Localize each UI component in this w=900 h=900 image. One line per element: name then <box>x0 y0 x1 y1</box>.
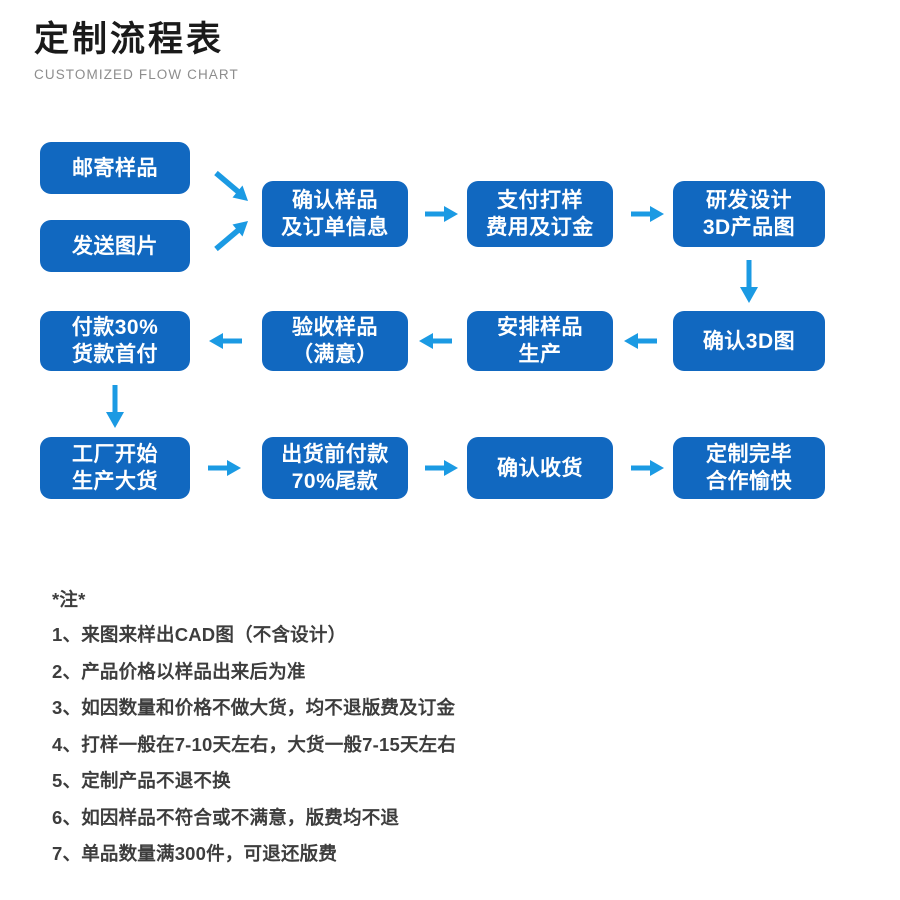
flow-node-accept-sample[interactable]: 验收样品 （满意） <box>262 311 408 371</box>
arrow-right-icon <box>630 200 666 228</box>
flow-node-rnd-3d-design[interactable]: 研发设计 3D产品图 <box>673 181 825 247</box>
note-item: 5、定制产品不退不换 <box>52 770 231 791</box>
arrow-right-icon <box>424 200 460 228</box>
page-header: 定制流程表 CUSTOMIZED FLOW CHART <box>34 18 434 82</box>
flow-node-customization-complete[interactable]: 定制完毕 合作愉快 <box>673 437 825 499</box>
note-item: 3、如因数量和价格不做大货，均不退版费及订金 <box>52 697 456 718</box>
flow-node-line: 确认样品 <box>292 189 378 212</box>
flow-node-line: 发送图片 <box>72 234 158 258</box>
page-title: 定制流程表 <box>34 20 225 59</box>
flow-node-line: 工厂开始 <box>72 443 158 466</box>
arrow-down-right-icon <box>212 168 254 204</box>
flow-node-line: 货款首付 <box>72 343 158 366</box>
arrow-down-icon <box>101 384 129 430</box>
flow-node-line: 3D产品图 <box>702 216 796 239</box>
flow-node-confirm-receipt[interactable]: 确认收货 <box>467 437 613 499</box>
note-item: 4、打样一般在7-10天左右，大货一般7-15天左右 <box>52 733 457 755</box>
flow-node-line: 确认3D图 <box>702 329 796 353</box>
flow-node-line: 验收样品 <box>292 316 378 339</box>
flow-node-line: 合作愉快 <box>706 470 792 493</box>
flow-node-mail-sample[interactable]: 邮寄样品 <box>40 142 190 194</box>
arrow-left-icon <box>417 327 453 355</box>
flow-node-line: 70%尾款 <box>291 470 379 493</box>
note-item: 6、如因样品不符合或不满意，版费均不退 <box>52 806 400 828</box>
arrow-up-right-icon <box>212 218 254 254</box>
flow-node-line: 付款30% <box>71 316 159 339</box>
note-item: 2、产品价格以样品出来后为准 <box>52 660 306 682</box>
flow-node-line: 生产 <box>518 343 562 366</box>
flow-node-line: （满意） <box>292 343 378 366</box>
flow-node-pay-sampling-fee[interactable]: 支付打样 费用及订金 <box>467 181 613 247</box>
arrow-left-icon <box>622 327 658 355</box>
flow-node-factory-bulk-production[interactable]: 工厂开始 生产大货 <box>40 437 190 499</box>
flow-node-line: 定制完毕 <box>706 443 792 466</box>
arrow-left-icon <box>207 327 243 355</box>
flow-node-line: 确认收货 <box>497 456 583 480</box>
flow-node-line: 出货前付款 <box>281 443 389 466</box>
flow-node-line: 邮寄样品 <box>72 156 158 180</box>
note-item: 1、来图来样出CAD图（不含设计） <box>52 624 347 645</box>
arrow-right-icon <box>630 454 666 482</box>
flow-chart: 邮寄样品 发送图片 确认样品 及订单信息 支付打样 费用及订金 <box>40 142 825 499</box>
flow-node-line: 研发设计 <box>706 189 792 212</box>
flow-node-confirm-sample-order[interactable]: 确认样品 及订单信息 <box>262 181 408 247</box>
flow-node-line: 生产大货 <box>72 470 158 493</box>
flow-node-pay-balance-before-shipping[interactable]: 出货前付款 70%尾款 <box>262 437 408 499</box>
flow-node-send-picture[interactable]: 发送图片 <box>40 220 190 272</box>
arrow-down-icon <box>735 259 763 305</box>
flow-node-confirm-3d-drawing[interactable]: 确认3D图 <box>673 311 825 371</box>
flow-node-line: 费用及订金 <box>486 216 594 239</box>
note-item: 7、单品数量满300件，可退还版费 <box>52 843 338 864</box>
notes-heading: *注* <box>52 589 86 610</box>
flow-node-line: 支付打样 <box>497 189 583 212</box>
flow-node-line: 安排样品 <box>497 316 583 339</box>
arrow-right-icon <box>424 454 460 482</box>
flow-node-pay-30-percent-deposit[interactable]: 付款30% 货款首付 <box>40 311 190 371</box>
notes-section: *注* 1、来图来样出CAD图（不含设计） 2、产品价格以样品出来后为准 3、如… <box>52 583 852 873</box>
arrow-right-icon <box>207 454 243 482</box>
page-subtitle: CUSTOMIZED FLOW CHART <box>34 66 239 82</box>
flow-node-arrange-sample-production[interactable]: 安排样品 生产 <box>467 311 613 371</box>
flow-node-line: 及订单信息 <box>281 216 389 239</box>
